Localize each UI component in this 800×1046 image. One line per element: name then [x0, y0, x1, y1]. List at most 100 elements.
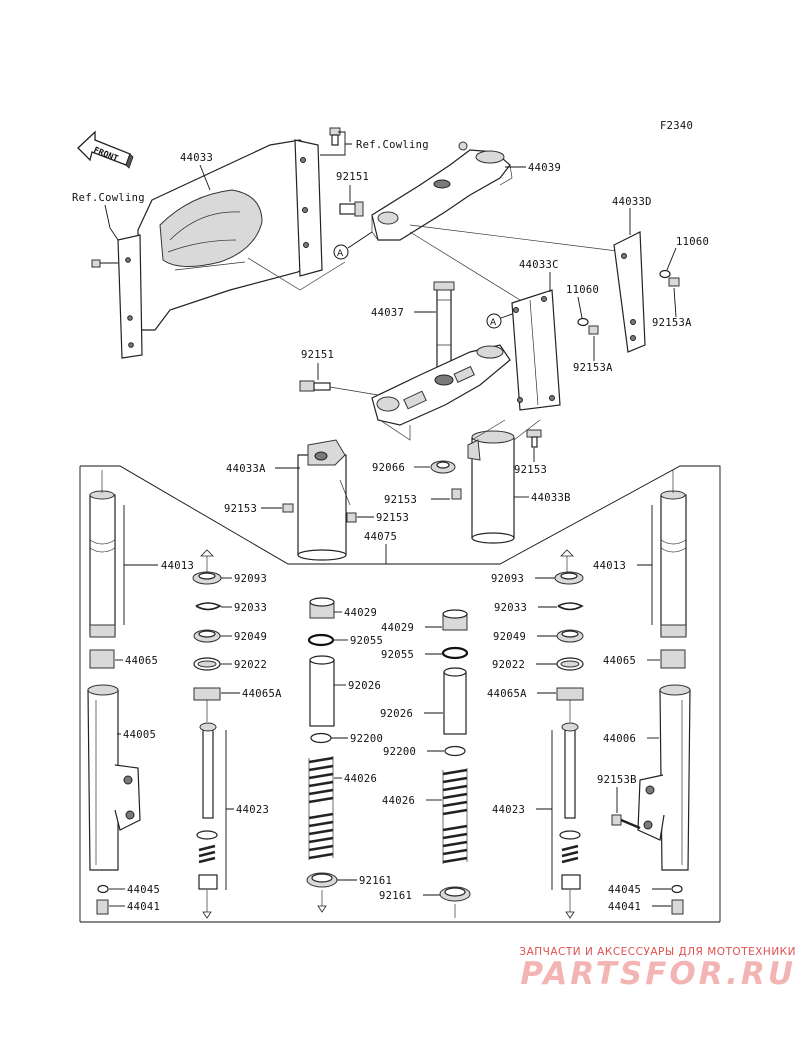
- label-92200-right: 92200: [383, 746, 416, 758]
- bolt-92153A-upper: [668, 277, 680, 287]
- inner-tube-44013-right: [660, 490, 687, 638]
- label-92153-c: 92153: [384, 494, 417, 506]
- label-92153-a: 92153: [224, 503, 257, 515]
- label-92153-b: 92153: [376, 512, 409, 524]
- o-ring-92055-right: [441, 646, 469, 660]
- label-92026-left: 92026: [348, 680, 381, 692]
- label-92161-right: 92161: [379, 890, 412, 902]
- upper-bracket-44039: [371, 141, 513, 241]
- label-44037: 44037: [371, 307, 404, 319]
- washer-92022-left: [193, 657, 221, 671]
- o-ring-92055-left: [307, 633, 335, 647]
- watermark: ЗАПЧАСТИ И АКСЕССУАРЫ ДЛЯ МОТОТЕХНИКИ PA…: [486, 946, 796, 992]
- label-44045-left: 44045: [127, 884, 160, 896]
- label-92022-left: 92022: [234, 659, 267, 671]
- watermark-tagline: ЗАПЧАСТИ И АКСЕССУАРЫ ДЛЯ МОТОТЕХНИКИ: [519, 946, 796, 958]
- label-92151-lower: 92151: [301, 349, 334, 361]
- cylinder-44023-left: [196, 722, 218, 890]
- label-92049-right: 92049: [493, 631, 526, 643]
- washer-92200-right: [444, 745, 466, 757]
- washer-44045-left: [97, 884, 109, 894]
- label-44065-left: 44065: [125, 655, 158, 667]
- bolt-92151-lower: [299, 380, 331, 392]
- spring-44026-right: [442, 768, 468, 864]
- piston-92161-right: [439, 886, 471, 902]
- label-44013-left: 44013: [161, 560, 194, 572]
- label-92200-left: 92200: [350, 733, 383, 745]
- label-44045-right: 44045: [608, 884, 641, 896]
- cap-44029-left: [309, 597, 335, 619]
- svg-text:A: A: [490, 318, 497, 328]
- bolt-44041-right: [671, 899, 684, 915]
- clip-92033-right: [557, 602, 584, 611]
- label-44041-left: 44041: [127, 901, 160, 913]
- washer-92200-left: [310, 732, 332, 744]
- ring-92049-left: [193, 629, 221, 643]
- figure-code: F2340: [660, 120, 693, 132]
- label-92055-left: 92055: [350, 635, 383, 647]
- bushing-44065-left: [89, 649, 115, 669]
- outer-tube-44005-left: [87, 684, 141, 871]
- label-44026-right: 44026: [382, 795, 415, 807]
- label-44006: 44006: [603, 733, 636, 745]
- label-92066: 92066: [372, 462, 405, 474]
- label-44075: 44075: [364, 531, 397, 543]
- bolt-92153-d: [526, 429, 542, 448]
- label-44023-left: 44023: [236, 804, 269, 816]
- label-44033C: 44033C: [519, 259, 559, 271]
- label-44041-right: 44041: [608, 901, 641, 913]
- fork-cover-44033A: [297, 439, 347, 561]
- label-92033-right: 92033: [494, 602, 527, 614]
- label-44005: 44005: [123, 729, 156, 741]
- cowling-bolt-left: [91, 259, 118, 268]
- bolt-92153-b: [346, 512, 357, 523]
- front-arrow-icon: FRONT: [77, 130, 134, 169]
- outer-tube-44006-right: [637, 684, 691, 871]
- label-92151-upper: 92151: [336, 171, 369, 183]
- label-11060-upper: 11060: [676, 236, 709, 248]
- label-44033B: 44033B: [531, 492, 571, 504]
- label-92033-left: 92033: [234, 602, 267, 614]
- ref-cowling-label-2: Ref.Cowling: [72, 192, 145, 204]
- label-44039: 44039: [528, 162, 561, 174]
- bushing-44065A-right: [556, 687, 584, 701]
- inner-cover-44033: [117, 139, 346, 359]
- oil-seal-92093-right: [554, 571, 584, 585]
- label-92055-right: 92055: [381, 649, 414, 661]
- ref-cowling-label-1: Ref.Cowling: [356, 139, 429, 151]
- svg-text:A: A: [337, 249, 344, 259]
- label-92153B: 92153B: [597, 774, 637, 786]
- cylinder-44023-right: [559, 722, 581, 890]
- label-92153-d: 92153: [514, 464, 547, 476]
- watermark-brand: PARTSFOR.RU: [520, 956, 796, 992]
- label-44029-right: 44029: [381, 622, 414, 634]
- spring-44026-left: [308, 756, 334, 860]
- label-92153A-lower: 92153A: [573, 362, 613, 374]
- label-44033A: 44033A: [226, 463, 266, 475]
- label-92049-left: 92049: [234, 631, 267, 643]
- bushing-44065A-left: [193, 687, 221, 701]
- bolt-92153A-lower: [588, 325, 599, 335]
- bushing-44065-right: [660, 649, 686, 669]
- label-92022-right: 92022: [492, 659, 525, 671]
- label-44013-right: 44013: [593, 560, 626, 572]
- callout-a-lower: A: [486, 311, 519, 329]
- label-92093-right: 92093: [491, 573, 524, 585]
- steering-stem-44037: [371, 281, 511, 426]
- label-44033D: 44033D: [612, 196, 652, 208]
- washer-92022-right: [556, 657, 584, 671]
- oil-seal-92093-left: [192, 571, 222, 585]
- label-44033: 44033: [180, 152, 213, 164]
- label-44065A-left: 44065A: [242, 688, 282, 700]
- bolt-92153-c: [451, 488, 462, 500]
- cap-44029-right: [442, 609, 468, 631]
- bolt-92151-upper: [339, 201, 364, 217]
- label-44023-right: 44023: [492, 804, 525, 816]
- label-44065A-right: 44065A: [487, 688, 527, 700]
- washer-11060-upper: [659, 269, 671, 279]
- clip-92033-left: [195, 602, 222, 611]
- inner-tube-44013-left: [89, 490, 116, 638]
- label-44026-left: 44026: [344, 773, 377, 785]
- callout-a-upper: A: [333, 231, 373, 260]
